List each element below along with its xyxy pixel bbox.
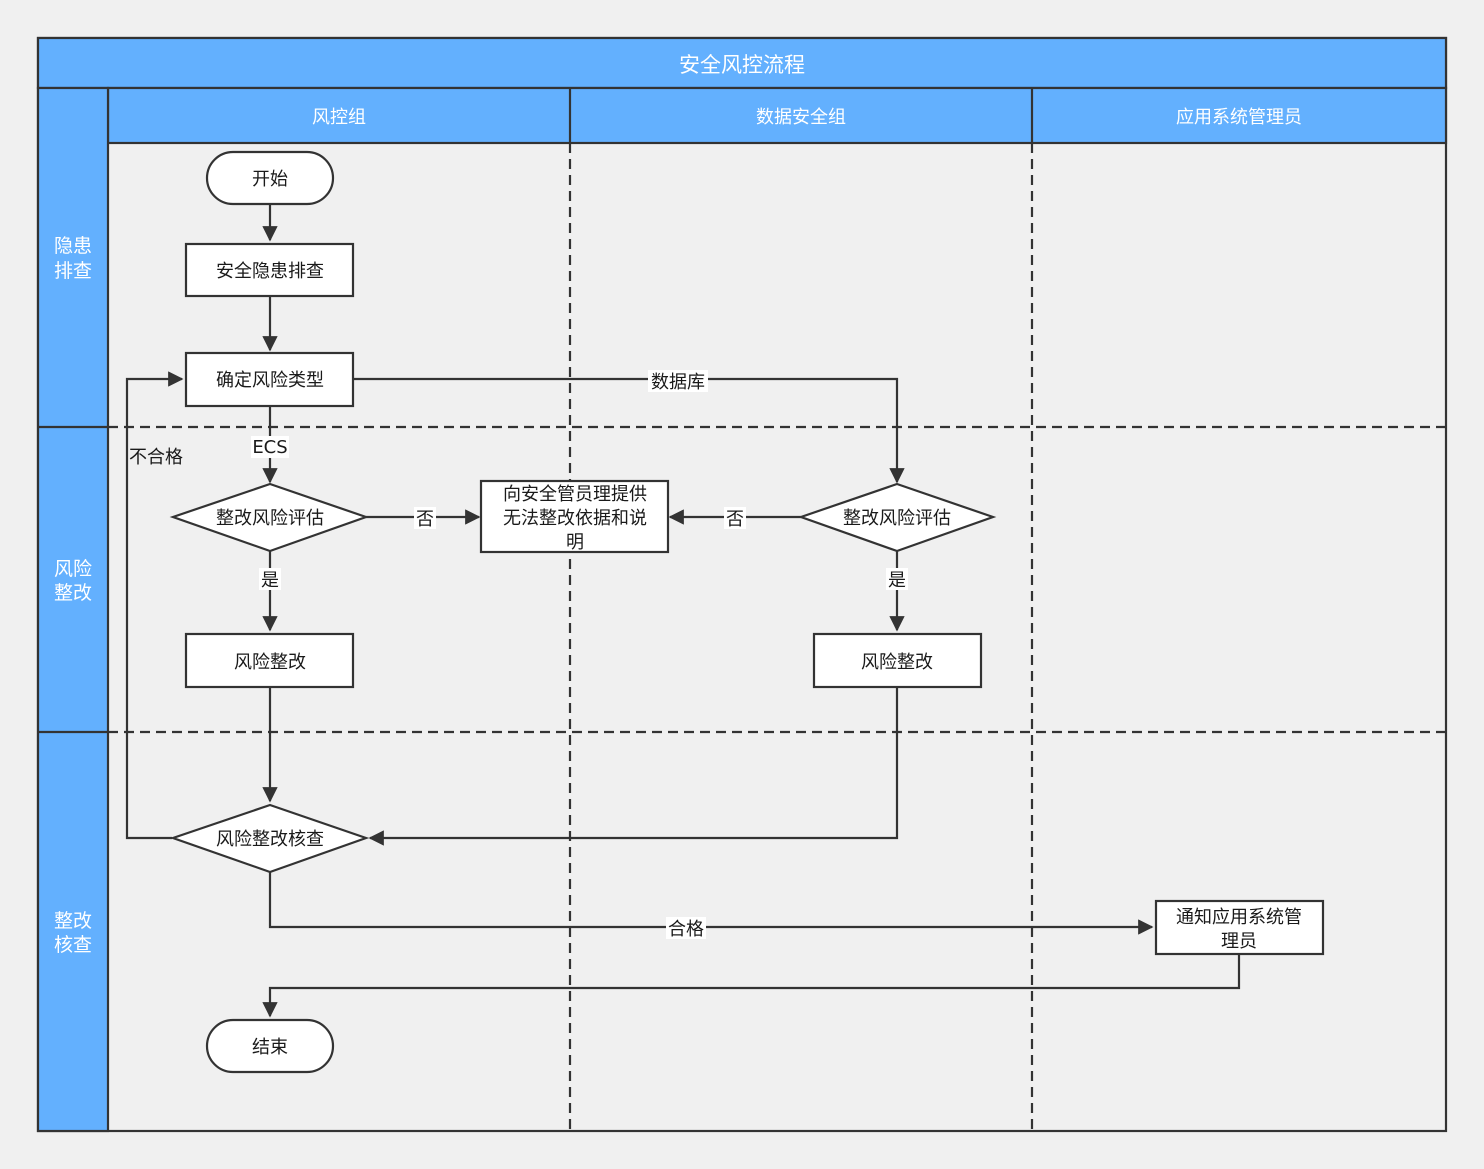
edge-risktype-to-assess-right [354, 377, 905, 484]
review-label: 风险整改核查 [216, 829, 324, 850]
review-decision[interactable] [169, 803, 370, 874]
risk-type-node[interactable] [184, 351, 355, 408]
assess-left-label: 整改风险评估 [216, 508, 324, 529]
edge-fix-right-to-review [368, 687, 899, 846]
edge-label-no-left: 否 [416, 509, 434, 530]
fix-left-label: 风险整改 [234, 652, 306, 673]
start-node-label: 开始 [252, 169, 288, 190]
fix-left-node[interactable] [184, 632, 355, 689]
column-header-data-security: 数据安全组 [756, 107, 846, 128]
start-node[interactable] [205, 150, 335, 206]
hazard-check-label: 安全隐患排查 [216, 261, 324, 282]
provide-basis-label-line2: 无法整改依据和说 [503, 508, 647, 529]
edge-label-pass: 合格 [668, 919, 704, 940]
edge-label-database: 数据库 [651, 372, 705, 393]
column-header-bar [106, 86, 1448, 145]
edge-review-pass-to-notify [268, 872, 1154, 935]
provide-basis-label-line1: 向安全管员理提供 [503, 484, 647, 505]
assess-left-decision[interactable] [169, 482, 370, 553]
edge-label-ecs: ECS [252, 437, 287, 458]
edge-label-fail: 不合格 [129, 447, 183, 468]
assess-right-label: 整改风险评估 [843, 508, 951, 529]
row-header-hazard-line1: 隐患 [54, 235, 92, 257]
row-header-hazard-line2: 排查 [54, 260, 92, 282]
end-node[interactable] [205, 1018, 335, 1074]
column-header-risk-control: 风控组 [312, 107, 366, 128]
notify-label-line2: 理员 [1221, 931, 1257, 952]
row-header-review-line1: 整改 [54, 910, 92, 932]
diagram-title: 安全风控流程 [679, 53, 805, 77]
row-header-bar [36, 86, 110, 1133]
notify-node[interactable] [1154, 899, 1325, 956]
end-node-label: 结束 [252, 1037, 288, 1058]
row-header-review-line2: 核查 [54, 934, 92, 956]
title-bar [36, 36, 1448, 90]
edge-label-yes-right: 是 [888, 570, 906, 591]
provide-basis-label-line3: 明 [566, 532, 584, 553]
notify-label-line1: 通知应用系统管 [1176, 907, 1302, 928]
risk-type-label: 确定风险类型 [216, 370, 324, 391]
column-header-app-admin: 应用系统管理员 [1176, 107, 1302, 128]
assess-right-decision[interactable] [797, 482, 997, 553]
edge-notify-to-end [262, 954, 1241, 1018]
edge-label-no-right: 否 [726, 509, 744, 530]
edge-review-fail-loop [125, 371, 184, 840]
hazard-check-node[interactable] [184, 242, 355, 298]
provide-basis-node[interactable] [479, 479, 670, 554]
row-header-fix-line2: 整改 [54, 582, 92, 604]
edge-label-yes-left: 是 [261, 570, 279, 591]
fix-right-label: 风险整改 [861, 652, 933, 673]
fix-right-node[interactable] [812, 632, 983, 689]
row-header-fix-line1: 风险 [54, 558, 92, 580]
